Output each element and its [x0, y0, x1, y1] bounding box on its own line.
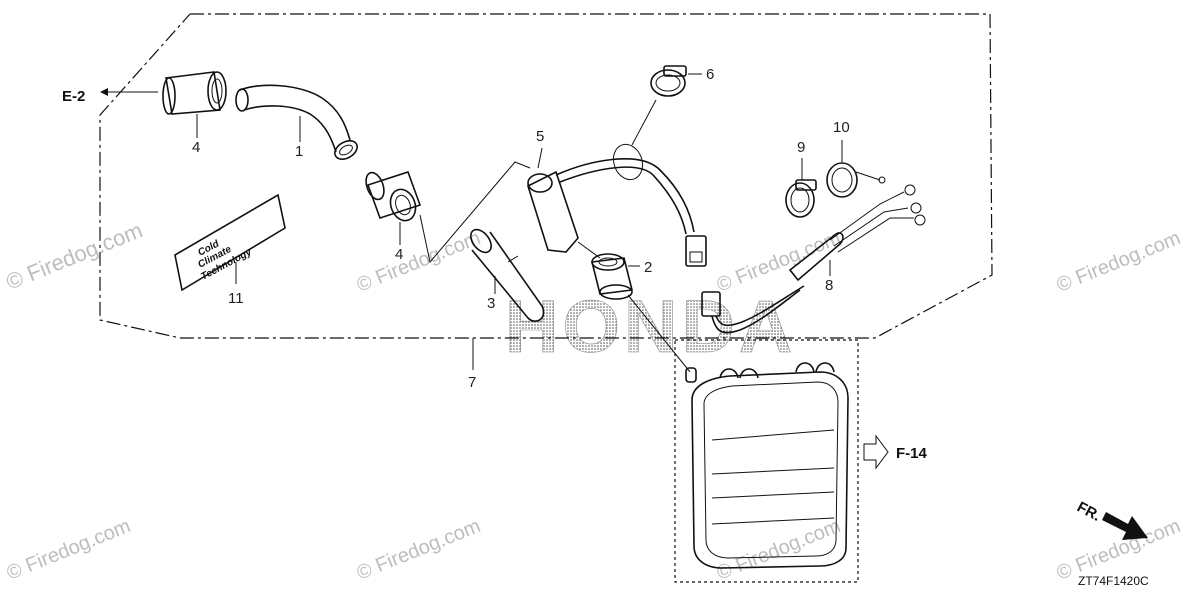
- part-11-decal: Cold Climate Technology: [174, 193, 286, 292]
- watermark: © Firedog.com: [354, 515, 484, 585]
- callout-11: 11: [228, 290, 244, 307]
- honda-watermark: HONDA: [505, 285, 796, 368]
- front-direction-indicator: FR.: [1074, 499, 1148, 540]
- part-1-bent-hose: [235, 84, 358, 160]
- callout-8: 8: [825, 277, 833, 294]
- diagram-code: ZT74F1420C: [1078, 574, 1149, 588]
- reference-e2: E-2: [62, 88, 158, 105]
- assembly-boundary: [99, 13, 993, 339]
- part-9-clamp: [785, 179, 817, 218]
- watermark: © Firedog.com: [3, 217, 146, 294]
- reference-f14-label: F-14: [896, 445, 928, 462]
- callout-6: 6: [706, 66, 714, 83]
- part-6-clamp: [650, 65, 687, 97]
- callout-4a: 4: [192, 139, 200, 156]
- canister-frame: [674, 339, 859, 583]
- part-3-hose: [470, 228, 545, 322]
- callout-3: 3: [487, 295, 495, 312]
- part-10-clamp: [826, 162, 886, 198]
- part-4-sleeve-upper: [162, 71, 227, 115]
- watermark: © Firedog.com: [1054, 227, 1184, 297]
- callout-2: 2: [644, 259, 652, 276]
- watermark: © Firedog.com: [354, 227, 484, 297]
- callout-5: 5: [536, 128, 544, 145]
- watermark: © Firedog.com: [4, 515, 134, 585]
- direction-label: FR.: [1074, 499, 1103, 525]
- part-8-harness: [701, 184, 926, 334]
- part-2-grommet: [591, 253, 633, 300]
- callout-9: 9: [797, 139, 805, 156]
- callout-1: 1: [295, 143, 303, 160]
- reference-e2-label: E-2: [62, 88, 85, 105]
- callout-10: 10: [833, 119, 850, 136]
- part-4-sleeve-lower: [365, 171, 422, 222]
- part-5-sensor: [527, 143, 707, 267]
- callout-7: 7: [468, 374, 476, 391]
- reference-f14: F-14: [863, 434, 928, 470]
- arrow-right-icon: [1102, 512, 1148, 540]
- canister: [685, 362, 849, 569]
- callout-4b: 4: [395, 246, 403, 263]
- watermark: © Firedog.com: [714, 515, 844, 585]
